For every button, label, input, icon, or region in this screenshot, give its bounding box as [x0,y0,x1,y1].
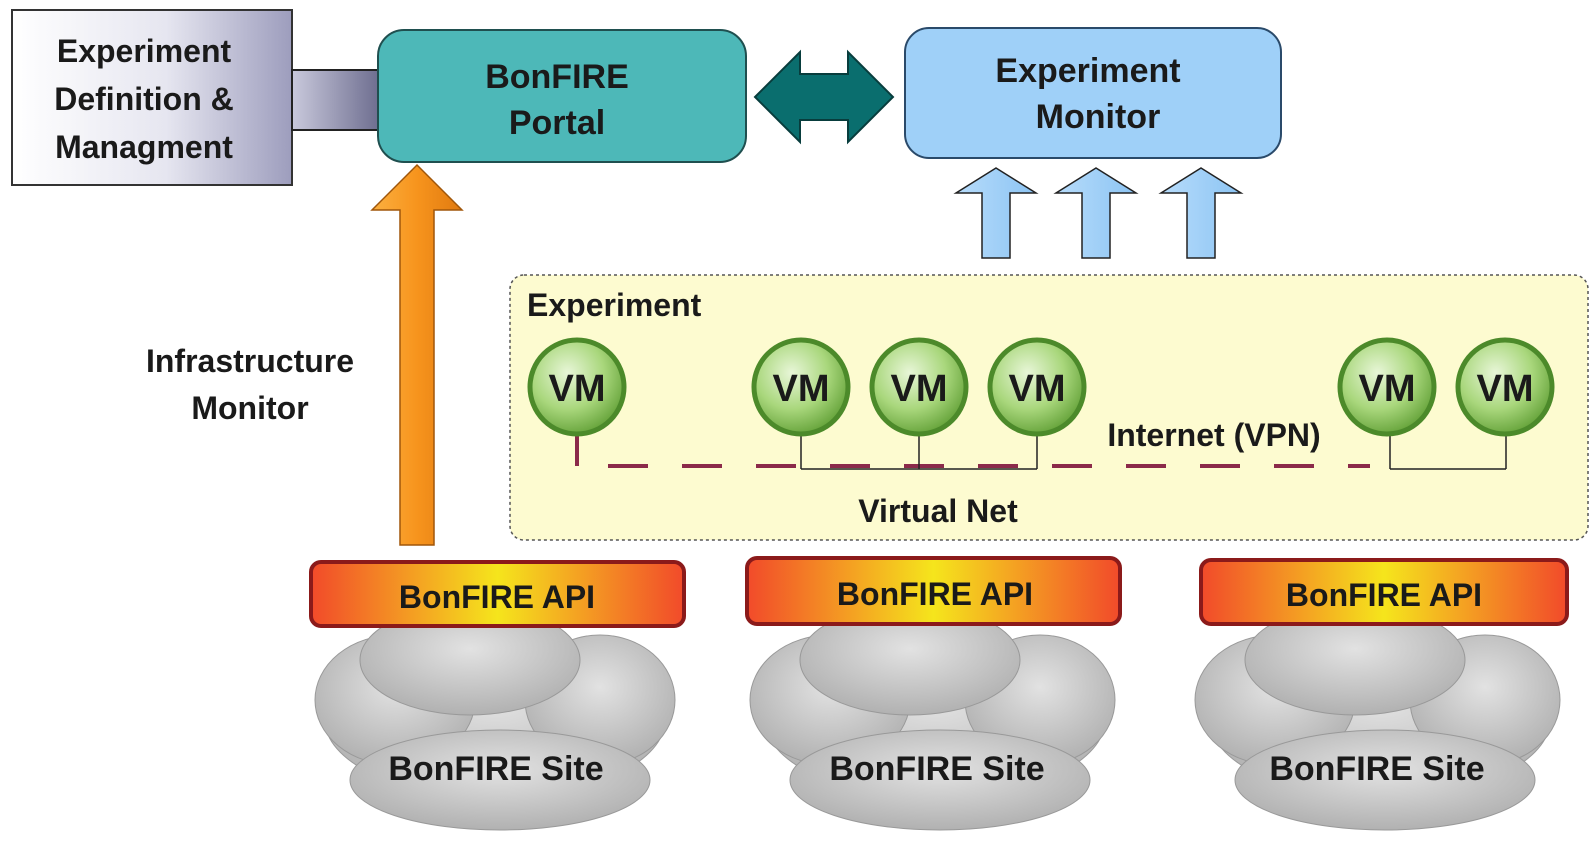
portal-line-2: Portal [509,104,605,142]
infra-monitor-line-1: Infrastructure [146,343,354,379]
monitor-up-arrow-1 [953,167,1039,259]
site-label: BonFIRE Site [388,750,603,788]
site-label: BonFIRE Site [1269,750,1484,788]
monitor-up-arrow-2 [1053,167,1139,259]
definition-line-3: Managment [55,129,233,165]
infra-monitor-line-2: Monitor [191,390,308,426]
api-bar [1199,558,1569,626]
monitor-up-arrows [953,167,1244,259]
api-bar [309,560,686,628]
experiment-monitor-box: Experiment Monitor [904,27,1282,159]
definition-line-2: Definition & [54,81,234,117]
vm-label: VM [1359,368,1416,410]
bonfire-site-3: BonFIRE API BonFIRE Site [1194,558,1569,831]
api-label: BonFIRE API [837,576,1033,612]
bonfire-site-2: BonFIRE API BonFIRE Site [745,556,1122,831]
cloud-icon [749,604,1116,831]
bonfire-portal-box: BonFIRE Portal [377,29,747,163]
internet-vpn-label: Internet (VPN) [1107,417,1320,453]
api-label: BonFIRE API [399,579,595,615]
vm-node-6: VM [1455,337,1555,437]
vm-label: VM [1009,368,1066,410]
cloud-icon [314,604,676,831]
infrastructure-monitor-arrow [370,163,464,546]
vm-node-2: VM [751,337,851,437]
portal-monitor-double-arrow [753,49,895,145]
vm-node-5: VM [1337,337,1437,437]
vm-label: VM [773,368,830,410]
definition-line-1: Experiment [57,33,232,69]
experiment-definition-box: Experiment Definition & Managment [11,9,293,186]
vm-label: VM [891,368,948,410]
monitor-line-1: Experiment [995,52,1180,90]
vm-node-1: VM [527,337,627,437]
api-bar [745,556,1122,626]
virtual-net-label: Virtual Net [858,493,1018,529]
monitor-up-arrow-3 [1158,167,1244,259]
experiment-title: Experiment [527,287,702,323]
monitor-line-2: Monitor [1036,98,1161,136]
api-label: BonFIRE API [1286,577,1482,613]
portal-line-1: BonFIRE [485,58,629,96]
vm-node-3: VM [869,337,969,437]
vm-label: VM [549,368,606,410]
site-label: BonFIRE Site [829,750,1044,788]
vm-label: VM [1477,368,1534,410]
bonfire-site-1: BonFIRE API BonFIRE Site [309,560,686,831]
cloud-icon [1194,604,1561,831]
vm-node-4: VM [987,337,1087,437]
